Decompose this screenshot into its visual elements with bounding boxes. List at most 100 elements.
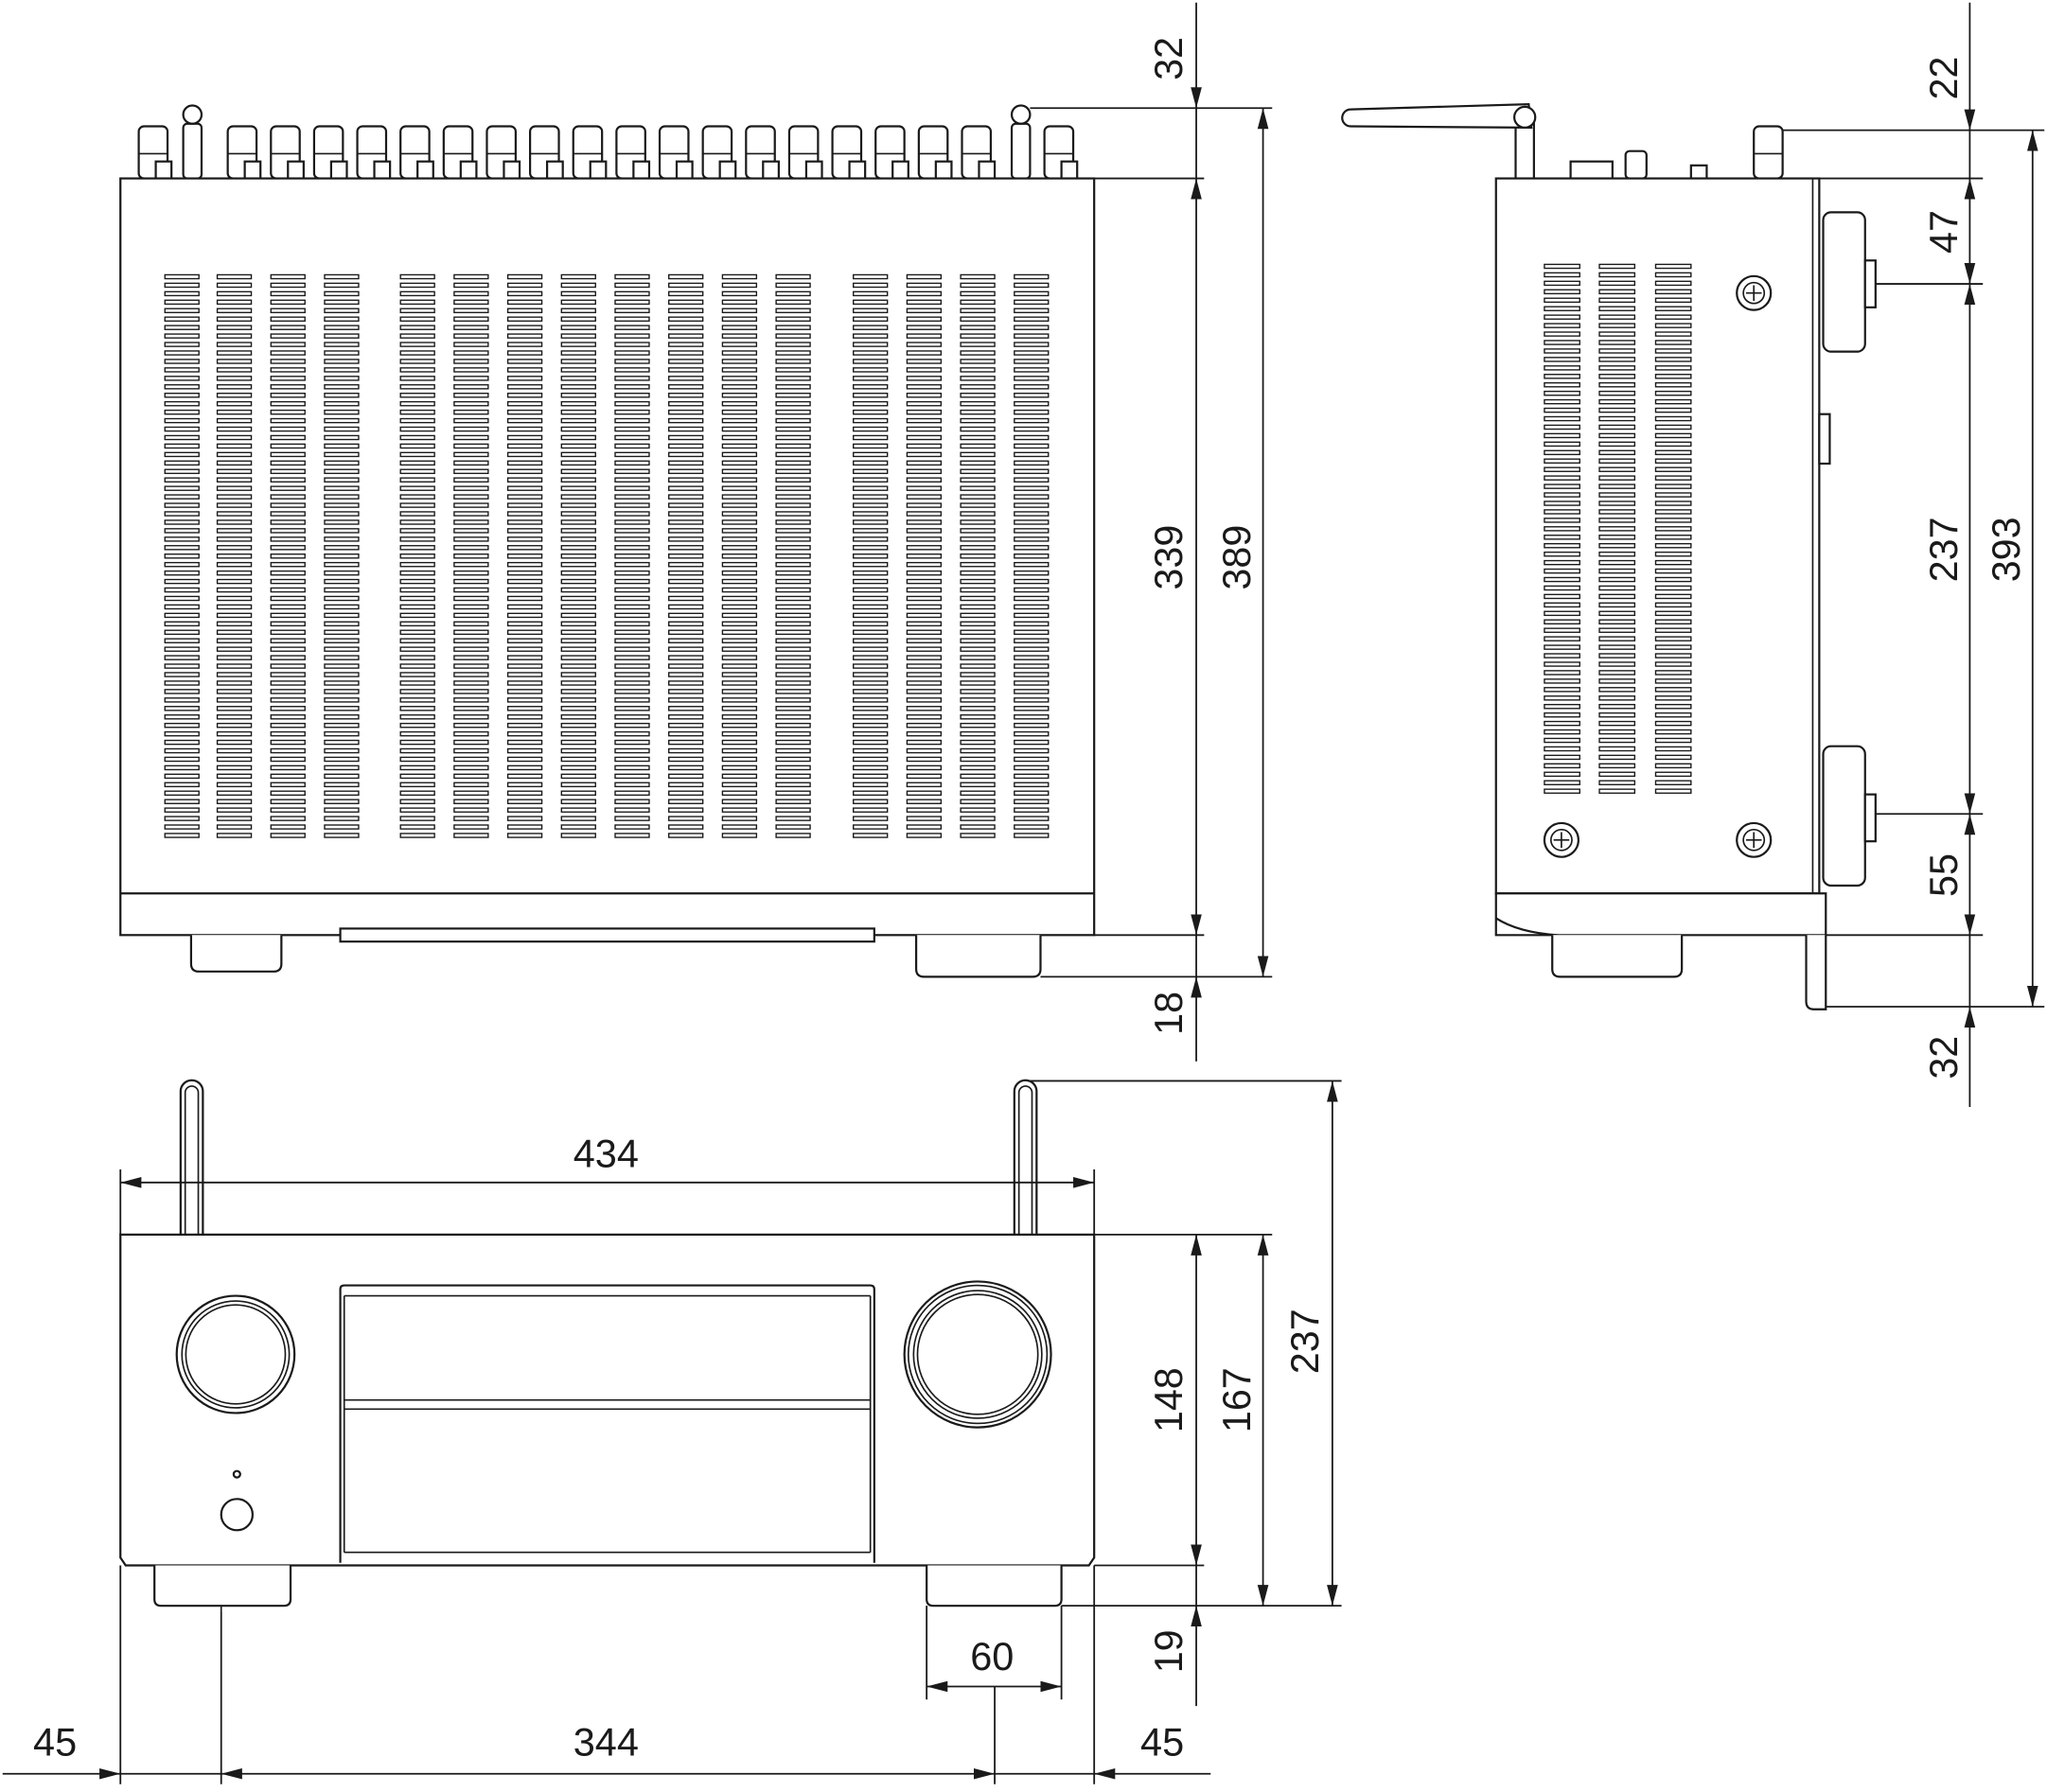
vent-slot — [906, 325, 943, 330]
vent-slot — [775, 307, 811, 314]
vent-slot — [399, 417, 435, 424]
vent-slot — [614, 342, 650, 347]
vent-slot — [164, 672, 200, 677]
vent-slot — [1598, 695, 1636, 701]
vent-slot — [1014, 697, 1050, 703]
vent-slot — [853, 384, 889, 390]
vent-slot — [216, 807, 253, 813]
vent-slot — [775, 545, 811, 551]
vent-slot — [906, 833, 943, 838]
vent-slot — [960, 273, 996, 280]
vent-slot — [324, 697, 360, 703]
dimension-label: 22 — [1922, 57, 1966, 100]
vent-slot — [1544, 788, 1580, 794]
vent-slot — [906, 536, 943, 542]
terminal-base — [459, 160, 478, 180]
vent-slot — [1014, 384, 1050, 390]
vent-slot — [614, 595, 650, 602]
vent-slot — [324, 367, 360, 373]
vent-slot — [324, 680, 360, 686]
vent-slot — [668, 722, 704, 729]
vent-slot — [1544, 306, 1580, 311]
vent-slot — [506, 739, 543, 746]
vent-slot — [775, 299, 811, 306]
vent-slot — [560, 316, 596, 322]
vent-slot — [960, 799, 996, 804]
vent-slot — [1014, 807, 1050, 813]
vent-slot — [560, 646, 596, 652]
vent-slot — [960, 400, 996, 407]
vent-slot — [960, 282, 996, 289]
vent-slot — [1544, 280, 1580, 287]
vent-slot — [853, 417, 889, 424]
vent-slot — [216, 273, 253, 280]
vent-slot — [270, 570, 306, 576]
rear-terminal — [137, 125, 173, 180]
vent-slot — [1014, 545, 1050, 551]
vent-slot — [668, 782, 704, 788]
vent-slot — [721, 782, 758, 788]
vent-slot — [164, 756, 200, 763]
vent-slot — [506, 409, 543, 415]
vent-slot — [399, 756, 435, 763]
vent-slot — [1654, 432, 1692, 439]
rear-connector — [1624, 149, 1648, 180]
rear-terminal — [270, 125, 305, 180]
vent-slot — [1544, 475, 1580, 481]
vent-slot — [270, 790, 306, 797]
vent-slot — [270, 434, 306, 441]
vent-slot — [324, 790, 360, 797]
vent-slot — [216, 409, 253, 415]
vent-slot — [614, 282, 650, 289]
vent-slot — [453, 655, 489, 660]
vent-slot — [399, 816, 435, 821]
vent-slot — [1598, 518, 1636, 523]
vent-slot — [614, 578, 650, 585]
vent-slot — [614, 536, 650, 542]
vent-slot — [960, 502, 996, 508]
vent-slot — [453, 468, 489, 475]
vent-slot — [560, 426, 596, 432]
vent-slot — [399, 697, 435, 703]
front-panel-side — [1494, 892, 1827, 937]
vent-slot — [270, 485, 306, 491]
vent-slot — [506, 604, 543, 610]
vent-slot — [506, 417, 543, 424]
vent-slot — [1014, 621, 1050, 627]
vent-slot — [721, 799, 758, 804]
vent-slot — [1014, 730, 1050, 737]
vent-slot — [164, 604, 200, 610]
vent-slot — [1014, 451, 1050, 458]
screw-icon — [1736, 821, 1773, 858]
vent-slot — [906, 426, 943, 432]
vent-column — [853, 273, 889, 838]
vent-slot — [216, 756, 253, 763]
vent-slot — [506, 502, 543, 508]
vent-slot — [270, 680, 306, 686]
vent-slot — [775, 833, 811, 838]
foot-right — [926, 1565, 1063, 1608]
rear-connector — [1689, 164, 1708, 180]
vent-slot — [1544, 289, 1580, 295]
vent-slot — [960, 460, 996, 466]
vent-slot — [853, 773, 889, 780]
vent-slot — [453, 417, 489, 424]
vent-slot — [324, 833, 360, 838]
vent-slot — [775, 342, 811, 347]
vent-slot — [721, 511, 758, 517]
vent-slot — [1598, 542, 1636, 549]
vent-slot — [1654, 619, 1692, 625]
vent-slot — [960, 342, 996, 347]
vent-slot — [1598, 576, 1636, 583]
vent-slot — [164, 663, 200, 669]
vent-slot — [614, 485, 650, 491]
vent-slot — [506, 722, 543, 729]
vent-slot — [270, 739, 306, 746]
screw-rim — [1742, 281, 1766, 305]
vent-slot — [164, 434, 200, 441]
vent-slot — [614, 655, 650, 660]
vent-slot — [1598, 398, 1636, 405]
vent-slot — [853, 706, 889, 712]
vent-slot — [399, 528, 435, 534]
vent-slot — [853, 536, 889, 542]
